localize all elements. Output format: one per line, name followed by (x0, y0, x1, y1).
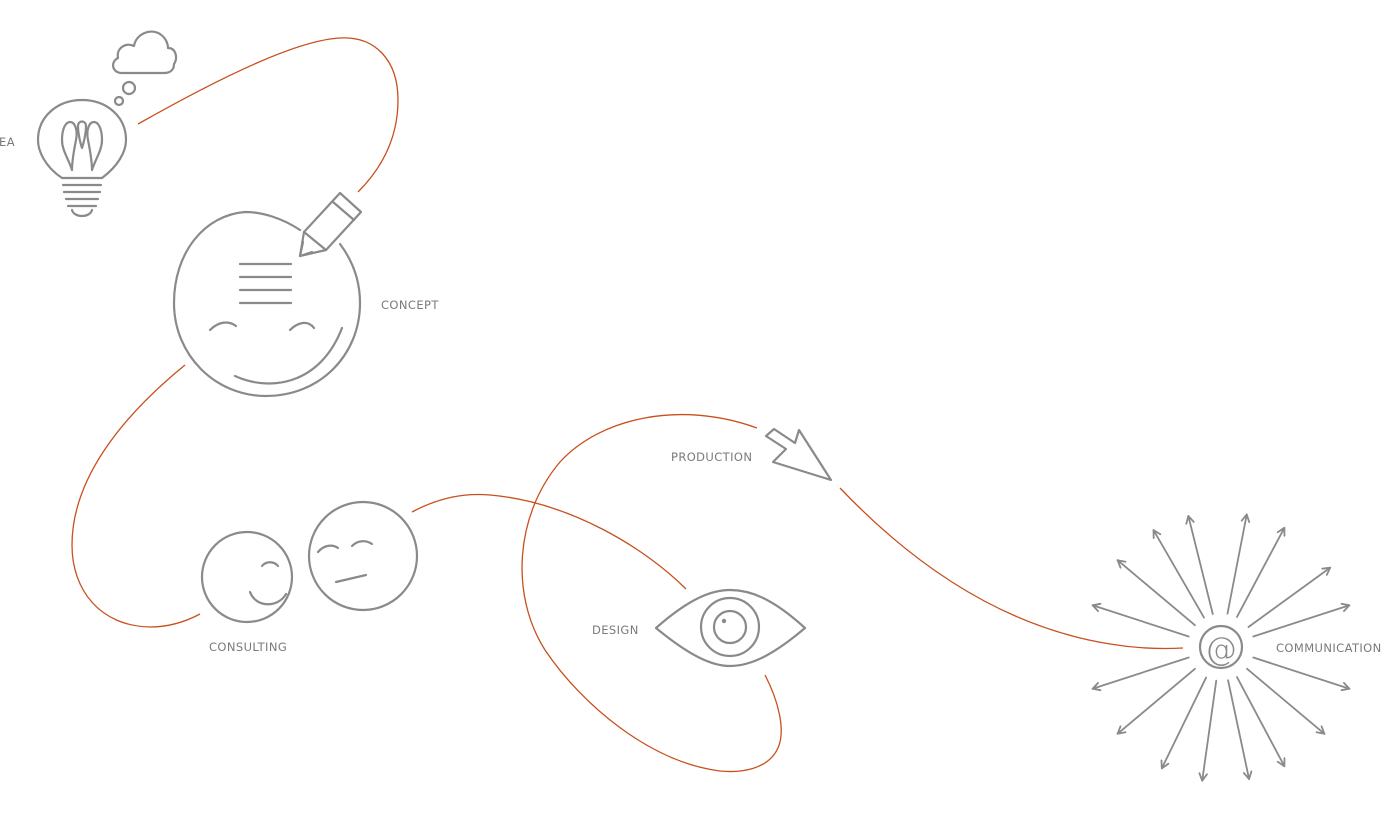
concept-node: CONCEPT (172, 191, 439, 398)
broadcast-icon: @ (1091, 513, 1351, 782)
idea-label: IDEA (0, 135, 15, 149)
arrowhead-icon (1185, 515, 1195, 525)
design-label: DESIGN (592, 623, 639, 637)
path-idea-to-concept (137, 37, 399, 193)
arrowhead-icon (1315, 725, 1326, 735)
arrowhead-icon (1091, 602, 1102, 612)
broadcast-ray-6 (1247, 566, 1332, 628)
broadcast-ray-10 (1236, 676, 1286, 768)
path-concept-to-consulting (71, 364, 201, 628)
arrowhead-icon (1160, 759, 1170, 770)
broadcast-ray-8 (1252, 656, 1351, 690)
at-sign-icon: @ (1205, 630, 1237, 668)
arrowhead-icon (1116, 559, 1127, 569)
broadcast-ray-12 (1201, 679, 1218, 782)
communication-node: @ COMMUNICATION (1091, 513, 1382, 782)
broadcast-ray-4 (1226, 513, 1248, 615)
concept-label: CONCEPT (381, 298, 439, 312)
path-consulting-to-design (411, 493, 687, 590)
arrowhead-icon (1240, 513, 1251, 524)
lightbulb-icon (36, 98, 128, 218)
arrowhead-icon (1152, 529, 1162, 539)
cursor-arrow-icon (764, 427, 833, 482)
arrowhead-icon (1321, 566, 1332, 576)
arrowhead-icon (1091, 682, 1102, 692)
broadcast-ray-14 (1116, 667, 1196, 735)
connecting-path (71, 37, 1184, 773)
production-node: PRODUCTION (671, 427, 833, 482)
path-design-loop-to-production (521, 413, 782, 773)
arrowhead-icon (1340, 602, 1351, 612)
arrowhead-icon (1276, 757, 1286, 768)
arrowhead-icon (1242, 770, 1253, 780)
broadcast-ray-7 (1252, 604, 1351, 638)
broadcast-ray-3 (1187, 515, 1214, 615)
arrowhead-icon (1340, 682, 1351, 692)
broadcast-ray-9 (1246, 667, 1326, 735)
arrowhead-icon (1116, 725, 1127, 735)
path-production-to-communication (839, 487, 1184, 650)
smirking-face-icon (307, 500, 419, 612)
broadcast-ray-5 (1236, 526, 1286, 618)
smiling-face-icon (200, 530, 294, 624)
broadcast-ray-1 (1116, 559, 1196, 627)
broadcast-ray-11 (1227, 679, 1250, 780)
consulting-node: CONSULTING (200, 500, 419, 654)
broadcast-ray-2 (1152, 529, 1205, 619)
pencil-icon (298, 191, 363, 258)
eye-icon (654, 588, 807, 668)
broadcast-ray-15 (1091, 656, 1190, 690)
thought-cloud-icon (112, 30, 178, 107)
radiating-arrows (1091, 513, 1351, 782)
production-label: PRODUCTION (671, 450, 752, 464)
broadcast-ray-0 (1091, 604, 1190, 638)
communication-label: COMMUNICATION (1276, 641, 1382, 655)
arrowhead-icon (1198, 772, 1208, 782)
design-node: DESIGN (592, 588, 807, 668)
consulting-label: CONSULTING (209, 640, 287, 654)
idea-node: IDEA (0, 30, 178, 218)
arrowhead-icon (1276, 526, 1286, 537)
broadcast-ray-13 (1160, 676, 1207, 770)
concept-face-icon (172, 210, 362, 398)
